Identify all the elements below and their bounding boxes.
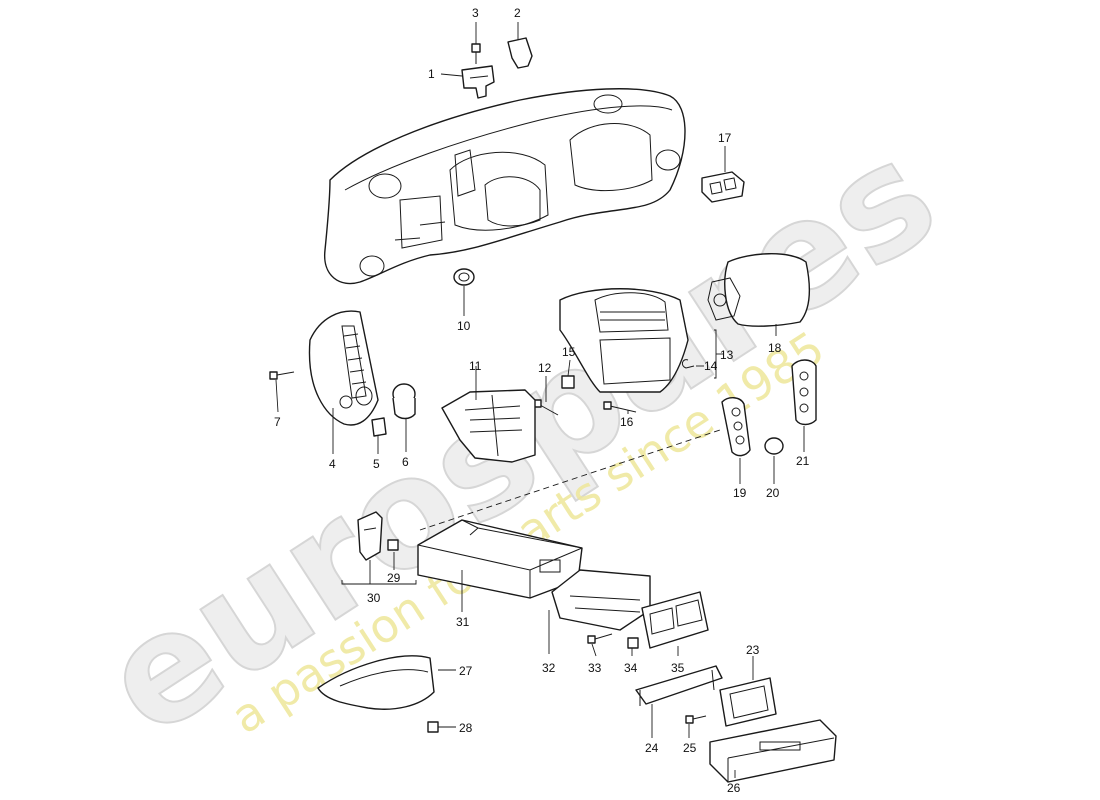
- callout-11: 11: [469, 359, 482, 373]
- callout-20: 20: [766, 486, 780, 500]
- part-15-nut: [561, 375, 575, 389]
- part-33-screw: [587, 633, 613, 644]
- callout-24: 24: [645, 741, 659, 755]
- callout-10: 10: [457, 319, 471, 333]
- callout-29: 29: [387, 571, 401, 585]
- callout-32: 32: [542, 661, 556, 675]
- part-5-clip: [371, 417, 387, 437]
- part-20-cap: [764, 437, 784, 455]
- part-26-storage-tray: [709, 719, 837, 783]
- part-25-screw: [685, 715, 707, 724]
- callout-15: 15: [562, 345, 576, 359]
- callout-31: 31: [456, 615, 470, 629]
- leader-lines: [275, 22, 805, 778]
- part-16-screw: [603, 401, 637, 413]
- part-24-bracket: [635, 665, 723, 706]
- callout-27: 27: [459, 664, 473, 678]
- callout-6: 6: [402, 455, 409, 469]
- callout-26: 26: [727, 781, 741, 795]
- callout-28: 28: [459, 721, 473, 735]
- part-1-bracket: [461, 65, 495, 99]
- part-2-clip: [507, 37, 533, 69]
- callout-23: 23: [746, 643, 760, 657]
- callout-19: 19: [733, 486, 747, 500]
- callout-2: 2: [514, 6, 521, 20]
- part-21-switch-panel: [791, 359, 817, 426]
- part-14-clip: [681, 359, 695, 369]
- part-28-nut: [427, 721, 439, 733]
- part-35-trim-frame: [641, 591, 709, 649]
- part-19-switch-panel: [721, 397, 751, 457]
- callout-12: 12: [538, 361, 552, 375]
- callout-17: 17: [718, 131, 732, 145]
- callout-16: 16: [620, 415, 634, 429]
- part-27-bracket-tray: [317, 655, 435, 710]
- callout-13: 13: [720, 348, 734, 362]
- callout-1: 1: [428, 67, 435, 81]
- reference-line: [419, 429, 721, 531]
- callout-33: 33: [588, 661, 602, 675]
- part-7-screw: [269, 371, 295, 380]
- part-10-grommet: [453, 268, 475, 286]
- callout-21: 21: [796, 454, 810, 468]
- callout-5: 5: [373, 457, 380, 471]
- part-4-side-vent: [308, 310, 379, 426]
- callout-7: 7: [274, 415, 281, 429]
- part-17-switch: [701, 171, 745, 203]
- part-30-bracket: [357, 511, 383, 561]
- callout-4: 4: [329, 457, 336, 471]
- part-18-airbag: [707, 253, 811, 327]
- callout-14: 14: [704, 359, 718, 373]
- callout-labels: 1 2 3 17 10 18 13 14 15 12 11 16 7 4 5 6…: [274, 6, 810, 795]
- callout-30: 30: [367, 591, 381, 605]
- callout-3: 3: [472, 6, 479, 20]
- part-29-nut: [387, 539, 399, 551]
- callout-34: 34: [624, 661, 638, 675]
- callout-25: 25: [683, 741, 697, 755]
- callout-18: 18: [768, 341, 782, 355]
- part-11-vent-bracket: [441, 389, 536, 463]
- part-3-screw: [471, 43, 481, 64]
- part-6-sleeve: [392, 383, 416, 420]
- part-13-vent-housing: [559, 288, 689, 393]
- callout-35: 35: [671, 661, 685, 675]
- part-34-nut: [627, 637, 639, 649]
- part-23-frame: [719, 677, 777, 727]
- dashboard-panel: [324, 88, 686, 285]
